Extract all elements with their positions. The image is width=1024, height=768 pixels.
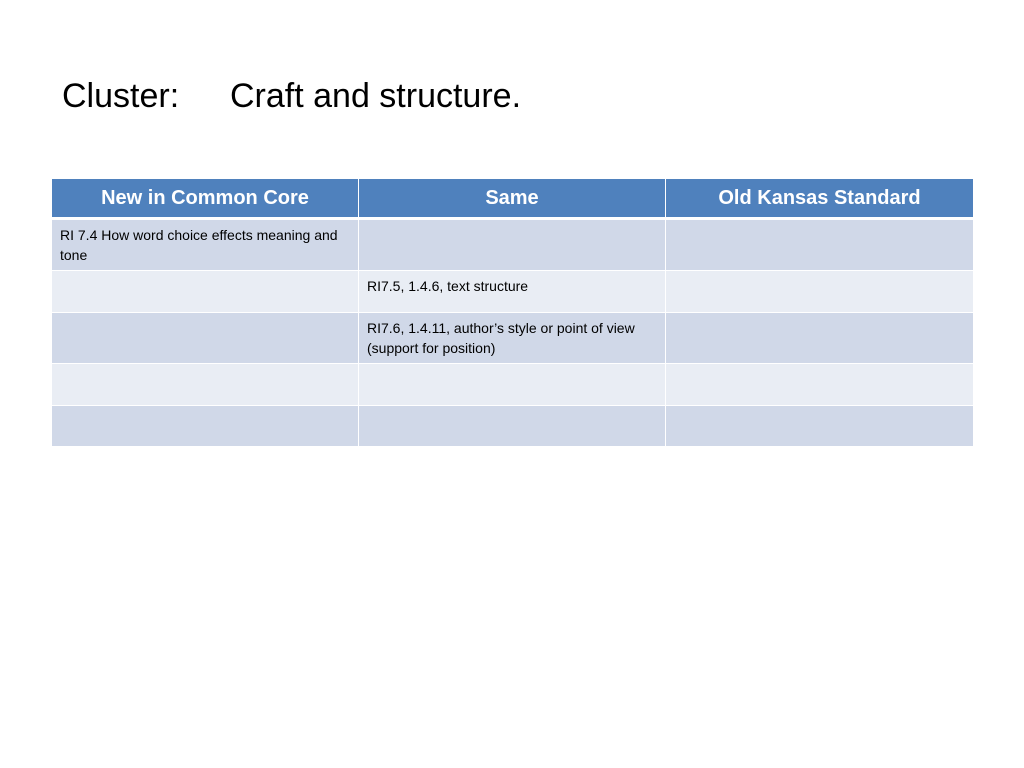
header-old-kansas-standard: Old Kansas Standard xyxy=(666,179,973,220)
table-cell: RI 7.4 How word choice effects meaning a… xyxy=(52,220,359,271)
table-cell xyxy=(359,220,666,271)
table-row: RI7.5, 1.4.6, text structure xyxy=(52,271,973,313)
slide-title: Cluster: Craft and structure. xyxy=(62,74,521,118)
table-cell: RI7.6, 1.4.11, author’s style or point o… xyxy=(359,313,666,364)
header-same: Same xyxy=(359,179,666,220)
table-row xyxy=(52,364,973,406)
table-cell xyxy=(666,271,973,313)
table-row: RI 7.4 How word choice effects meaning a… xyxy=(52,220,973,271)
table-row xyxy=(52,406,973,447)
standards-table: New in Common Core Same Old Kansas Stand… xyxy=(52,179,973,447)
table-row: RI7.6, 1.4.11, author’s style or point o… xyxy=(52,313,973,364)
table-cell xyxy=(666,364,973,406)
table-cell xyxy=(52,406,359,447)
table-cell xyxy=(359,364,666,406)
title-text: Craft and structure. xyxy=(230,77,522,115)
title-label: Cluster: xyxy=(62,77,180,115)
table-cell xyxy=(359,406,666,447)
table-cell xyxy=(52,313,359,364)
table-cell xyxy=(666,220,973,271)
table-cell xyxy=(666,406,973,447)
table-cell: RI7.5, 1.4.6, text structure xyxy=(359,271,666,313)
header-new-in-common-core: New in Common Core xyxy=(52,179,359,220)
table-header-row: New in Common Core Same Old Kansas Stand… xyxy=(52,179,973,220)
table-cell xyxy=(52,364,359,406)
table-cell xyxy=(52,271,359,313)
table-cell xyxy=(666,313,973,364)
